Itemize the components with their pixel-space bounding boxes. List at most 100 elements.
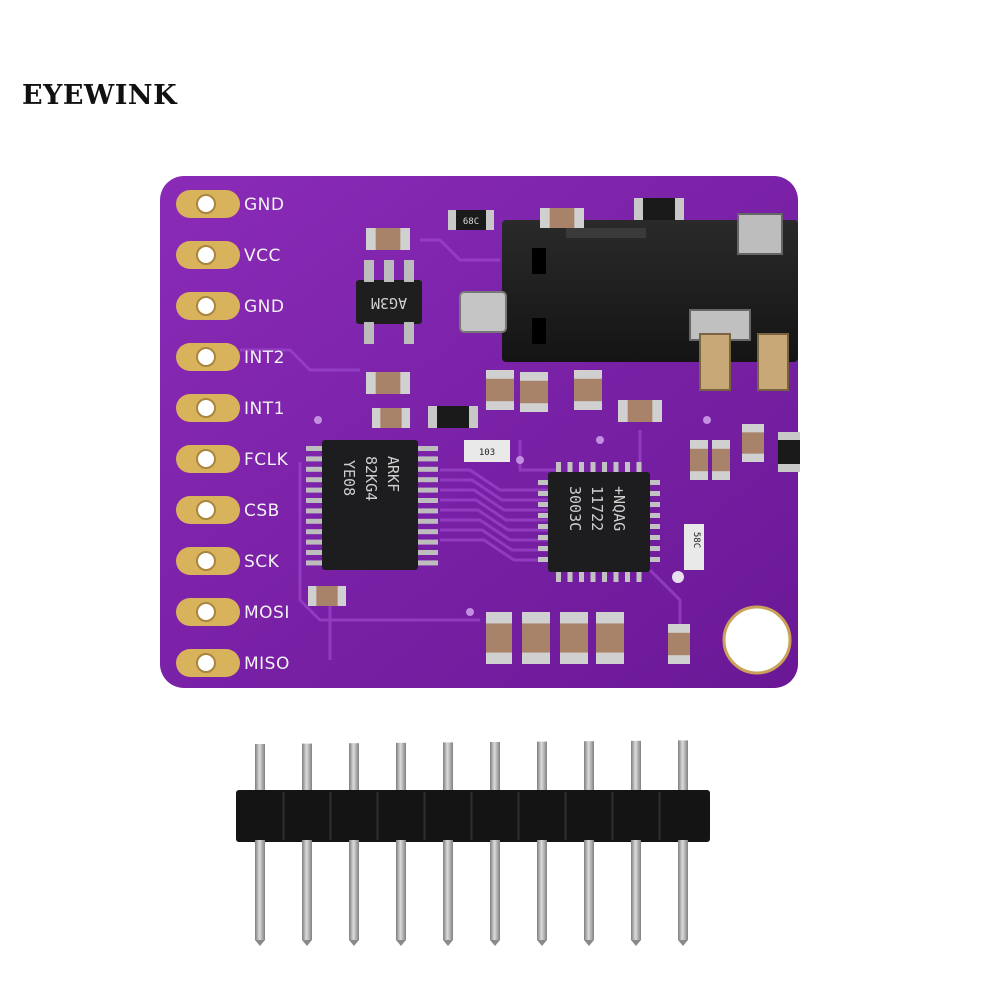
resistor: 58C: [684, 524, 704, 570]
ic-lead: [538, 502, 550, 507]
pin-label: SCK: [244, 552, 280, 572]
right-ic-line-3: +NQAG: [610, 486, 628, 531]
ic-lead: [306, 466, 324, 472]
pin-pad-mosi: MOSI: [176, 598, 289, 626]
ic-lead: [416, 466, 438, 472]
resistor-marking: 68C: [463, 217, 479, 227]
pad-hole: [196, 602, 216, 622]
header-pin-bottom: [443, 840, 453, 940]
ic-lead: [567, 570, 573, 582]
pin-label: MISO: [244, 654, 290, 674]
resistor-marking: 58C: [691, 532, 701, 548]
resistor: [428, 406, 478, 428]
ic-lead: [567, 462, 573, 474]
ic-lead: [625, 570, 630, 582]
ic-lead: [306, 487, 324, 493]
header-pin-bottom: [490, 840, 500, 940]
header-pin-top: [584, 741, 594, 792]
resistor: 68C: [448, 210, 494, 230]
pin-pad-csb: CSB: [176, 496, 280, 524]
pad-hole: [196, 245, 216, 265]
pin-label: CSB: [244, 501, 280, 521]
ic-lead: [590, 570, 596, 582]
pin-label: INT2: [244, 348, 285, 368]
left-ic: YE08 82KG4 ARKF: [306, 440, 438, 570]
header-pin-bottom: [631, 840, 641, 940]
jack-contact-left: [459, 291, 507, 333]
ic-lead: [538, 513, 550, 518]
ic-lead: [416, 456, 438, 462]
pin-header-10x1: [236, 740, 710, 946]
ic-lead: [625, 462, 630, 474]
header-pin-bottom: [349, 840, 359, 940]
header-pin-top: [302, 743, 312, 794]
header-pin-top: [631, 740, 641, 791]
ic-lead: [579, 570, 584, 582]
capacitor: [520, 372, 548, 412]
header-pin-bottom: [584, 840, 594, 940]
ic-lead: [579, 462, 584, 474]
jack-contact-top: [737, 213, 783, 255]
voltage-regulator: AG3M: [356, 260, 422, 344]
ic-lead: [306, 508, 324, 514]
ic-lead: [648, 491, 660, 496]
ic-lead: [636, 462, 642, 474]
resistor: [634, 198, 684, 220]
capacitor: [366, 228, 410, 250]
capacitor: [540, 208, 584, 228]
header-pin-bottom: [255, 840, 265, 940]
pad-hole: [196, 194, 216, 214]
pin-pad-gnd: GND: [176, 292, 284, 320]
capacitor: [372, 408, 410, 428]
right-ic: 3003C 11722 +NQAG: [538, 462, 660, 582]
ic-lead: [306, 550, 324, 555]
resistor: 103: [464, 440, 510, 462]
ic-lead: [538, 546, 550, 551]
ic-lead: [306, 446, 324, 451]
ic-lead: [416, 477, 438, 483]
ic-lead: [648, 502, 660, 507]
capacitor: [712, 440, 730, 480]
header-pin-bottom: [537, 840, 547, 940]
pin-pad-miso: MISO: [176, 649, 290, 677]
ic-lead: [306, 529, 324, 535]
ic-lead: [538, 557, 550, 562]
left-ic-line-3: ARKF: [384, 456, 402, 492]
pin-label: GND: [244, 297, 284, 317]
capacitor: [618, 400, 662, 422]
right-ic-body: [548, 472, 650, 572]
pin-pad-fclk: FCLK: [176, 445, 288, 473]
ic-lead: [416, 560, 438, 566]
header-pin-top: [349, 743, 359, 794]
pin-pad-int1: INT1: [176, 394, 284, 422]
ic-lead: [306, 539, 324, 545]
left-ic-line-1: YE08: [340, 460, 358, 496]
ic-lead: [538, 524, 550, 529]
capacitor: [668, 624, 690, 664]
capacitor: [742, 424, 764, 462]
ic-lead: [538, 480, 550, 485]
resistor-marking: 103: [479, 448, 495, 458]
header-pin-top: [537, 741, 547, 792]
resistor: [778, 432, 800, 472]
ic-lead: [416, 487, 438, 493]
jack-contact-tab: [757, 333, 789, 391]
ic-lead: [648, 524, 660, 529]
capacitor: [560, 612, 588, 664]
ic-lead: [648, 557, 660, 562]
capacitor: [486, 612, 512, 664]
ic-lead: [538, 491, 550, 496]
ic-lead: [613, 570, 619, 582]
ic-lead: [416, 539, 438, 545]
ic-lead: [416, 498, 438, 503]
ic-lead: [648, 480, 660, 485]
header-pin-bottom: [678, 840, 688, 940]
right-ic-line-1: 3003C: [566, 486, 584, 531]
brand-logo-text: EYEWINK: [22, 80, 178, 111]
ic-lead: [416, 518, 438, 524]
ic-lead: [602, 462, 607, 474]
ic-lead: [416, 508, 438, 514]
pad-hole: [196, 551, 216, 571]
